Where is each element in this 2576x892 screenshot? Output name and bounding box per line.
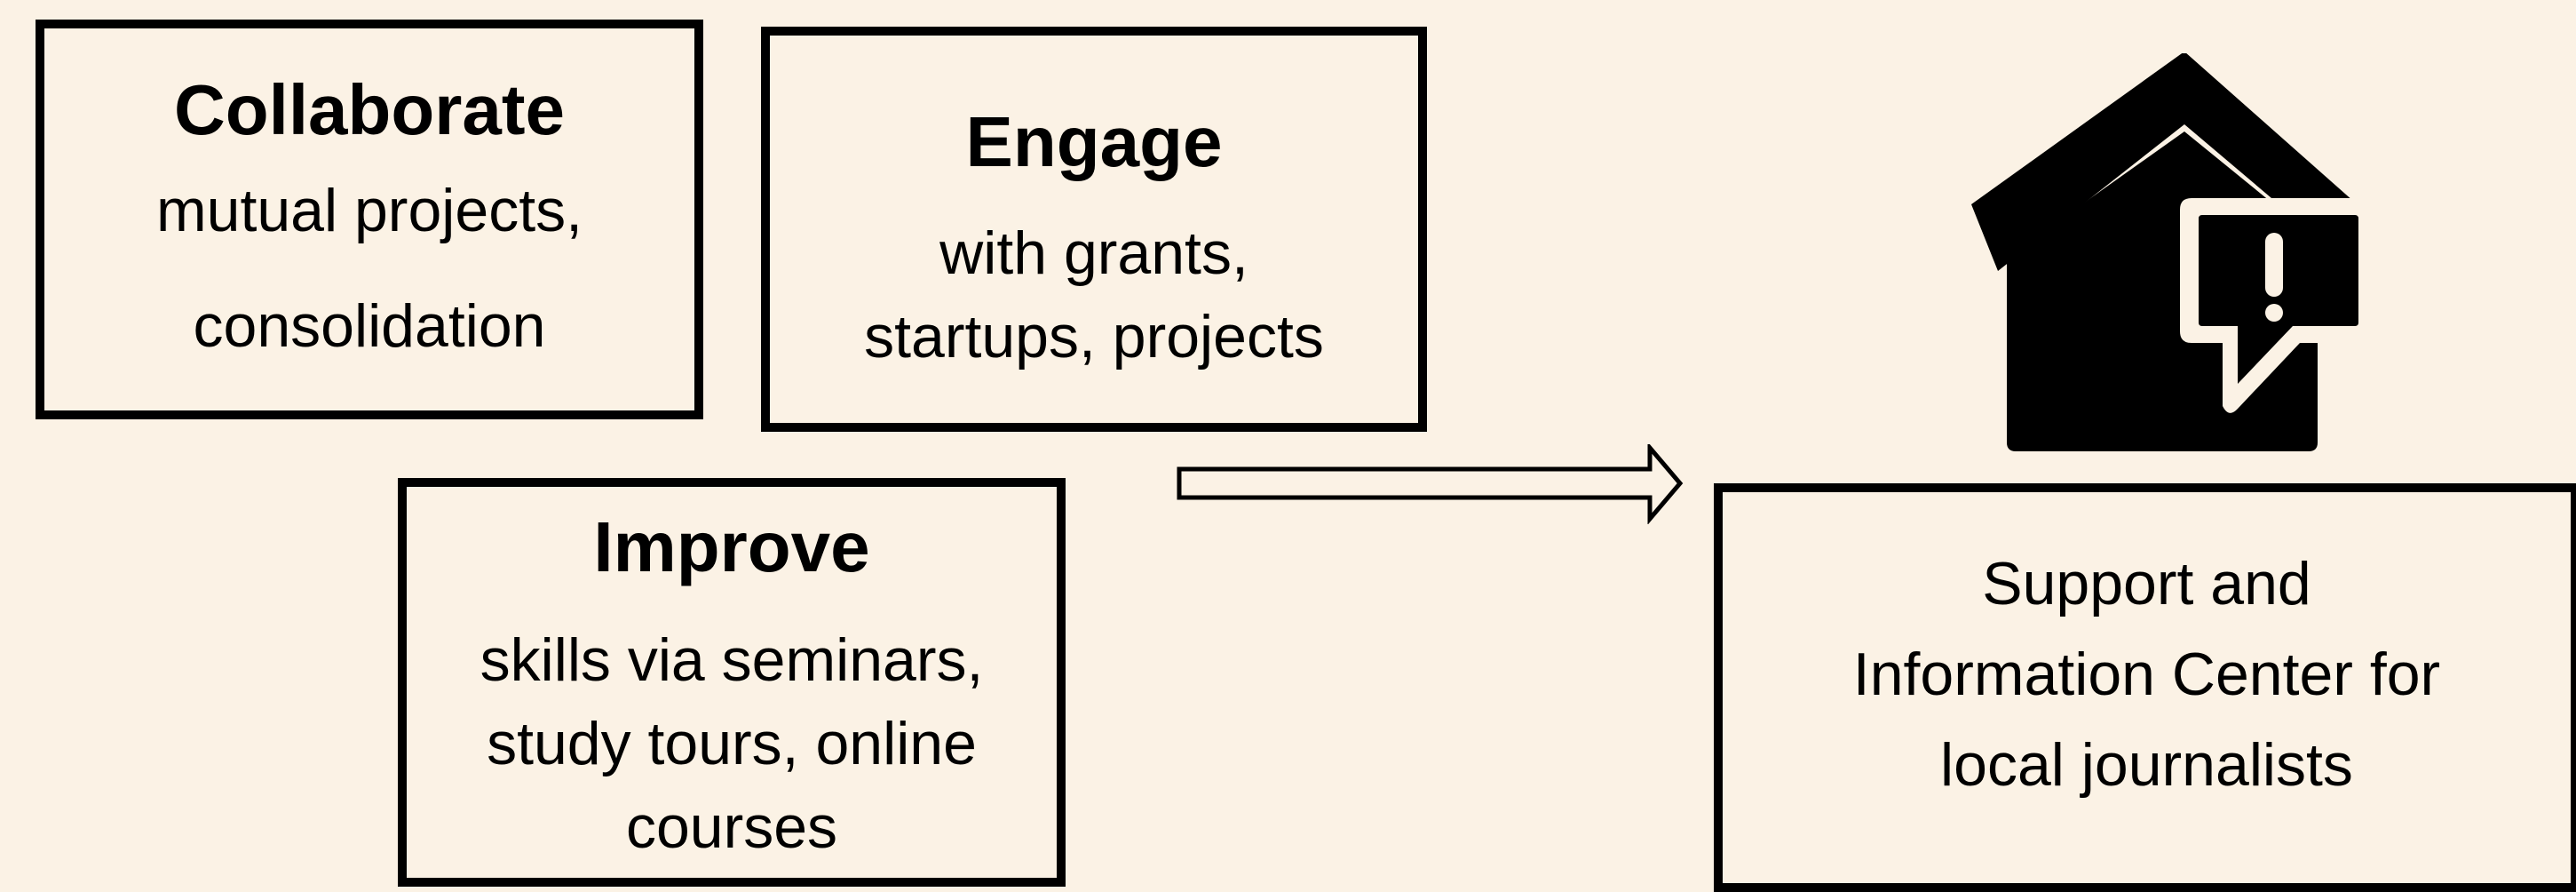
collaborate-box: Collaborate mutual projects, consolidati… (36, 20, 703, 419)
support-center-line-3: local journalists (1940, 731, 2353, 799)
collaborate-line-2: consolidation (193, 292, 546, 360)
house-alert-icon (1971, 53, 2371, 451)
improve-title: Improve (593, 507, 870, 586)
collaborate-title: Collaborate (173, 70, 566, 149)
right-arrow-icon (1177, 444, 1684, 524)
support-center-line-1: Support and (1982, 550, 2311, 617)
support-center-box: Support and Information Center for local… (1714, 483, 2576, 892)
support-center-line-2: Information Center for (1852, 641, 2441, 708)
collaborate-line-1: mutual projects, (156, 177, 583, 244)
improve-line-1: skills via seminars, (480, 626, 984, 694)
improve-box: Improve skills via seminars, study tours… (398, 478, 1066, 887)
improve-line-3: courses (625, 793, 838, 861)
engage-title: Engage (965, 102, 1223, 181)
engage-box: Engage with grants, startups, projects (761, 27, 1427, 432)
engage-line-1: with grants, (939, 219, 1248, 287)
engage-line-2: startups, projects (864, 303, 1324, 370)
improve-line-2: study tours, online (487, 710, 977, 777)
